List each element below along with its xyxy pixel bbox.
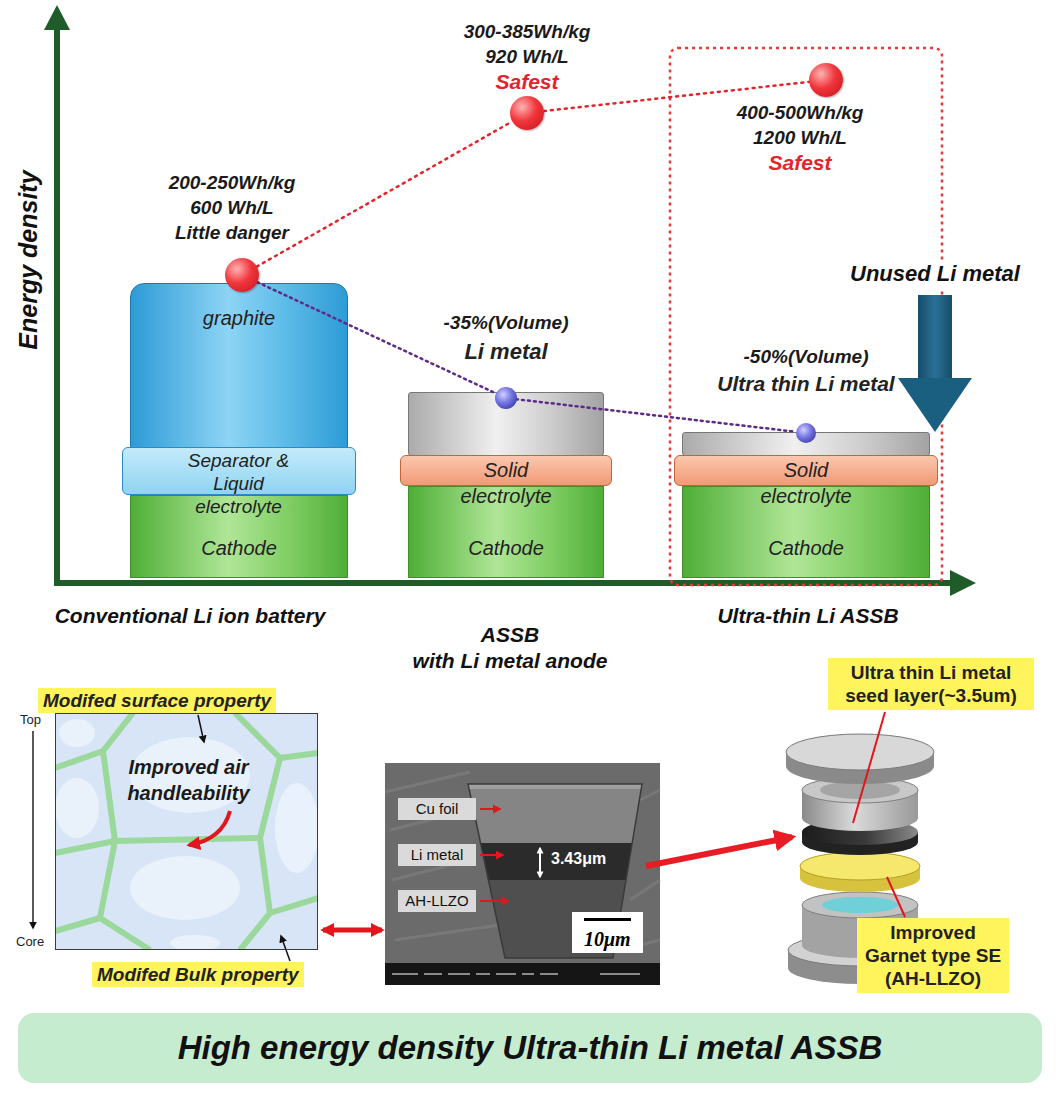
layer-heading: Li metal	[400, 338, 612, 366]
pointer-arrow	[480, 900, 508, 902]
highlight-text: Modifed Bulk property	[97, 962, 299, 987]
category-label: Ultra-thin Li ASSB	[698, 603, 918, 629]
highlight-label: Improved Garnet type SE (AH-LLZO)	[857, 918, 1009, 993]
category-label: Conventional Li ion battery	[15, 603, 365, 629]
volume-dot	[796, 423, 816, 443]
down-arrow	[898, 295, 972, 432]
battery-stack: graphiteSeparator & Liquid electrolyteCa…	[122, 283, 356, 578]
curved-arrow	[189, 811, 230, 845]
highlight-text: Ultra thin Li metal seed layer(~3.5um)	[836, 661, 1026, 707]
bubble-caption: 200-250Wh/kg 600 Wh/L Little danger	[167, 170, 297, 245]
depth-label: Top	[20, 712, 41, 728]
tag-text: AH-LLZO	[404, 892, 470, 910]
grain-structure	[55, 713, 318, 950]
scale-box: 10μm	[572, 912, 643, 953]
coin-cell	[786, 734, 934, 770]
volume-note: -35%(Volume)	[400, 310, 612, 335]
battery-stack: -35%(Volume) Li metalSolid electrolyteCat…	[400, 308, 612, 578]
pointer-arrow	[480, 854, 503, 856]
thickness-arrow	[539, 848, 541, 877]
down-arrow	[918, 295, 952, 379]
dotted-connector	[257, 121, 512, 266]
pointer-arrow	[198, 715, 204, 742]
trend-line	[516, 399, 796, 432]
big-arrow	[646, 837, 792, 866]
scale-bar	[584, 918, 631, 921]
energy-bubble: 300-385Wh/kg 920 Wh/LSafest	[510, 96, 544, 130]
depth-label: Core	[16, 934, 44, 950]
highlight-label: Modifed surface property	[38, 688, 276, 713]
grain-structure	[275, 783, 318, 873]
layer-text: Separator & Liquid electrolyte	[176, 449, 301, 518]
safety-tag: Safest	[735, 150, 865, 175]
axis-title: Energy density	[14, 160, 42, 360]
energy-bubble: 200-250Wh/kg 600 Wh/L Little danger	[225, 258, 259, 292]
coin-cell	[822, 897, 898, 913]
category-label: with Li metal anode	[395, 648, 625, 674]
depth-arrow	[32, 731, 34, 928]
layer-text: Cathode	[674, 535, 938, 561]
leader-line	[853, 712, 885, 823]
sem-image	[460, 789, 650, 843]
scale-text: 10μm	[584, 927, 631, 951]
sem-image	[385, 763, 660, 985]
sem-image	[385, 963, 660, 985]
layer-tag: Li metal	[398, 844, 476, 866]
grain-structure	[170, 935, 220, 950]
coin-cell	[800, 852, 920, 880]
grain-structure	[55, 713, 318, 950]
sem-image	[392, 973, 640, 975]
grain-structure	[130, 856, 240, 920]
volume-note: -50%(Volume)	[674, 344, 938, 369]
highlight-text: Modifed surface property	[43, 688, 271, 713]
arrow-label: Unused Li metal	[845, 260, 1025, 288]
sem-image	[468, 784, 642, 958]
layer-text: Cathode	[400, 535, 612, 561]
double-arrow	[323, 928, 382, 933]
safety-tag: Safest	[462, 69, 592, 94]
chart-axes	[950, 570, 976, 596]
trend-line	[257, 282, 496, 393]
chart-axes	[44, 5, 70, 30]
dimension-label: 3.43μm	[551, 849, 606, 869]
highlight-text: Improved Garnet type SE (AH-LLZO)	[863, 921, 1003, 990]
tag-text: Li metal	[404, 846, 470, 864]
grain-structure	[55, 778, 99, 838]
layer-heading: Ultra thin Li metal	[674, 370, 938, 398]
volume-dot	[495, 387, 517, 409]
energy-bubble: 400-500Wh/kg 1200 Wh/LSafest	[809, 63, 843, 97]
bubble-caption: 400-500Wh/kg 1200 Wh/L	[735, 100, 865, 150]
sem-image	[460, 880, 650, 960]
layer-text: Solid electrolyte	[446, 457, 566, 509]
grain-structure	[59, 719, 95, 747]
category-label: ASSB	[410, 622, 610, 648]
tag-text: Cu foil	[404, 800, 470, 818]
highlight-label: Ultra thin Li metal seed layer(~3.5um)	[828, 658, 1034, 710]
chart-axes	[44, 5, 976, 596]
pointer-arrow	[281, 936, 290, 961]
panel-text: Improved air handleability	[106, 754, 271, 806]
caption-banner: High energy density Ultra-thin Li metal …	[18, 1013, 1042, 1083]
leader-line	[887, 877, 905, 917]
bubble-caption: 300-385Wh/kg 920 Wh/L	[462, 19, 592, 69]
highlight-label: Modifed Bulk property	[92, 962, 304, 987]
layer-text: Cathode	[122, 535, 356, 561]
highlight-frame	[670, 48, 942, 585]
sem-image	[460, 843, 650, 880]
chart-axes	[54, 26, 60, 586]
layer-text: Solid electrolyte	[746, 457, 866, 509]
sem-image	[460, 780, 650, 960]
pointer-arrow	[480, 808, 500, 810]
sem-image	[385, 763, 660, 985]
battery-stack: -50%(Volume)Ultra thin Li metalSolid ele…	[674, 340, 938, 578]
layer-text: graphite	[122, 305, 356, 331]
layer-tag: AH-LLZO	[398, 890, 476, 912]
grain-structure	[55, 713, 318, 950]
down-arrow	[898, 378, 972, 432]
grain-panel: Improved air handleability	[55, 713, 318, 950]
layer-tag: Cu foil	[398, 798, 476, 820]
